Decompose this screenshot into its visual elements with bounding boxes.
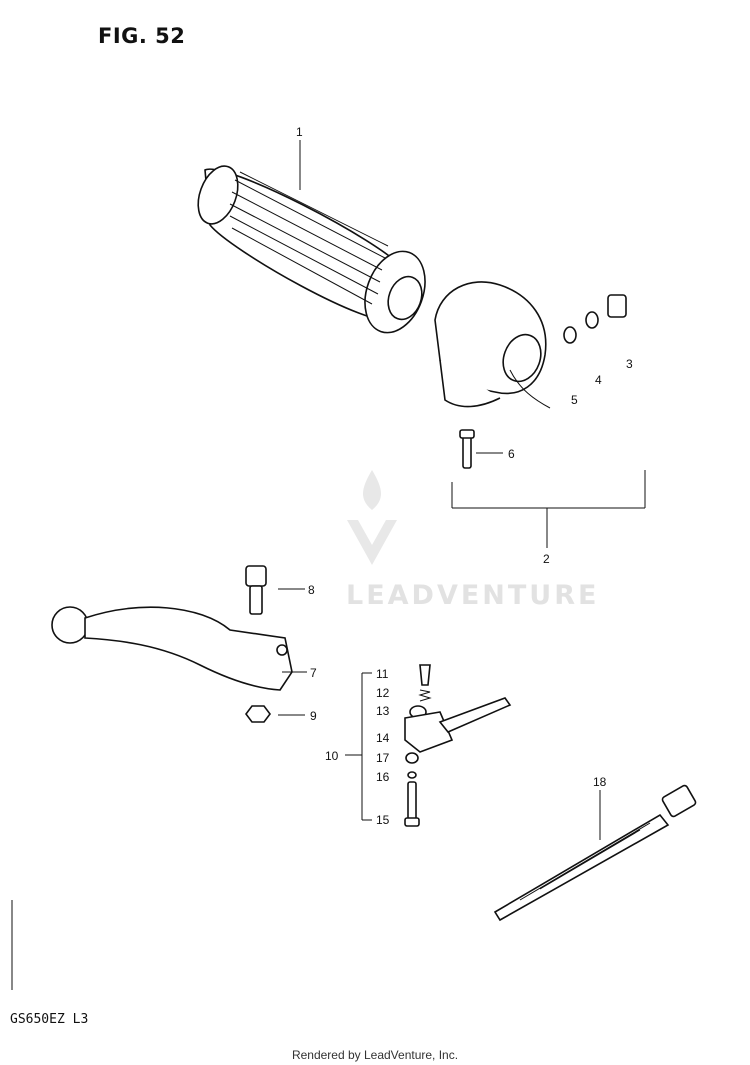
lever-bolt[interactable] — [245, 565, 267, 615]
callout-15: 15 — [376, 813, 390, 827]
callout-6: 6 — [508, 447, 515, 461]
callout-5: 5 — [571, 393, 578, 407]
callout-17: 17 — [376, 751, 390, 765]
throttle-grip[interactable] — [191, 161, 436, 341]
switch-cap[interactable] — [607, 294, 627, 318]
callout-9: 9 — [310, 709, 317, 723]
cable-tie[interactable] — [493, 784, 697, 922]
callout-7: 7 — [310, 666, 317, 680]
callout-3: 3 — [626, 357, 633, 371]
callout-16: 16 — [376, 770, 390, 784]
spring[interactable] — [563, 326, 577, 344]
callout-8: 8 — [308, 583, 315, 597]
watermark-text: LEADVENTURE — [346, 580, 600, 611]
callout-12: 12 — [376, 686, 390, 700]
switch-housing[interactable] — [434, 281, 551, 409]
housing-screw[interactable] — [459, 429, 475, 469]
footer-credit: Rendered by LeadVenture, Inc. — [291, 1048, 459, 1062]
figure-title: FIG. 52 — [98, 24, 186, 48]
callout-13: 13 — [376, 704, 390, 718]
lever-nut[interactable] — [245, 705, 271, 723]
brake-lever[interactable] — [51, 606, 293, 691]
callout-14: 14 — [376, 731, 390, 745]
brake-switch-assembly[interactable] — [404, 664, 512, 827]
callout-18: 18 — [593, 775, 607, 789]
washer[interactable] — [585, 311, 599, 329]
model-code: GS650EZ L3 — [10, 1012, 89, 1027]
callout-1: 1 — [296, 125, 303, 139]
callout-2: 2 — [543, 552, 550, 566]
callout-4: 4 — [595, 373, 602, 387]
callout-10: 10 — [325, 749, 339, 763]
watermark-logo — [347, 470, 397, 565]
leader-lines — [278, 140, 646, 840]
callout-11: 11 — [376, 667, 389, 681]
